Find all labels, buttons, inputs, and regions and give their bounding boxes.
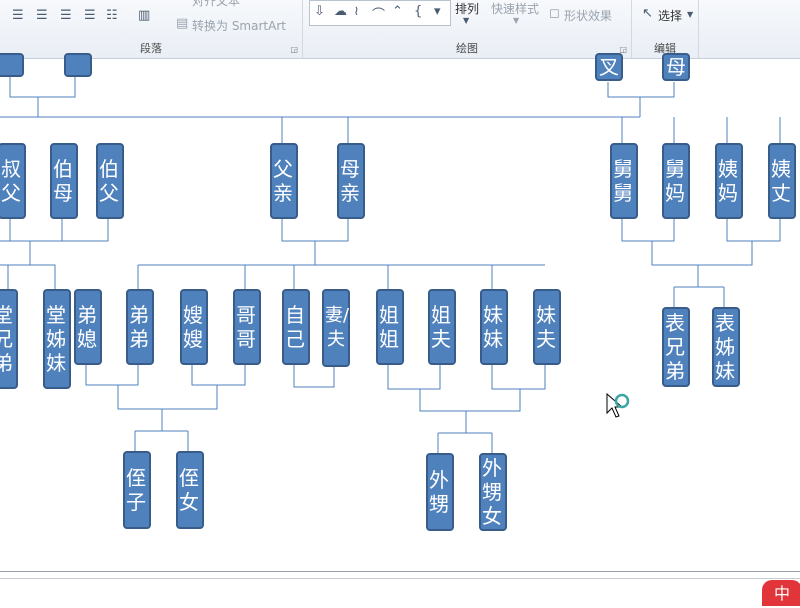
node-maternal-cousin-male[interactable]: 表兄弟 [662,307,690,387]
node-maternal-uncle-wife[interactable]: 舅妈 [662,143,690,219]
smartart-icon: ▤ [176,16,189,31]
paragraph-group: ☰ ☰ ☰ ☰ ☷ ▥ 对齐文本 ▤ 转换为 SmartArt 段落 ◲ [0,0,303,58]
quick-styles-button[interactable]: 快速样式 [491,2,540,16]
drawing-group: ⇩ ☁ ≀ ⌒ ⌃ { ▾ 排列 ▼ 快速样式 ▼ ◻ 形状效果 绘图 ◲ [303,0,632,58]
node-elder-brother[interactable]: 哥哥 [233,289,261,365]
connector-lines [0,74,781,453]
node-sister-in-law-elder[interactable]: 嫂嫂 [180,289,208,365]
select-button[interactable]: 选择 [658,9,683,23]
node-self[interactable]: 自己 [282,289,310,365]
node-sister-son[interactable]: 外甥 [426,453,454,531]
shapes-gallery[interactable]: ⇩ ☁ ≀ ⌒ ⌃ { ▾ [309,0,451,26]
node-nephew[interactable]: 侄子 [123,451,151,529]
select-cursor-icon: ↖ [642,6,653,21]
arrow-down-shape-icon[interactable]: ⇩ [314,4,325,19]
top-right-box-2[interactable]: 母 [662,53,690,81]
node-younger-brother[interactable]: 弟弟 [126,289,154,365]
drawing-launcher-icon[interactable]: ◲ [619,45,627,54]
status-divider [0,578,800,579]
arc-shape-icon[interactable]: ⌒ [372,8,386,23]
node-sister-in-law-younger[interactable]: 弟媳 [74,289,102,365]
arrange-dropdown-icon[interactable]: ▼ [463,16,470,25]
ribbon: ☰ ☰ ☰ ☰ ☷ ▥ 对齐文本 ▤ 转换为 SmartArt 段落 ◲ ⇩ ☁… [0,0,800,59]
quick-styles-dropdown-icon[interactable]: ▼ [513,16,520,25]
node-mother[interactable]: 母亲 [337,143,365,219]
mouse-cursor-icon [606,392,630,418]
node-younger-sister[interactable]: 妹妹 [480,289,508,365]
arrange-button[interactable]: 排列 [455,2,480,16]
top-left-box-1[interactable] [0,53,24,77]
shape-effects-icon: ◻ [549,6,560,21]
brace-shape-icon[interactable]: { [414,4,423,19]
drawing-group-label: 绘图 [456,42,478,55]
editing-group: ↖ 选择 ▼ 编辑 [632,0,699,58]
columns-icon[interactable]: ▥ [138,8,151,23]
distributed-icon[interactable]: ☷ [106,8,118,23]
select-dropdown-icon[interactable]: ▼ [687,10,694,19]
justify-icon[interactable]: ☰ [84,8,96,23]
node-uncle-younger[interactable]: 叔父 [0,143,26,219]
cloud-shape-icon[interactable]: ☁ [334,4,347,19]
slide-canvas[interactable]: 叉 母 叔父 伯母 伯父 父亲 母亲 舅舅 舅妈 姨妈 姨丈 堂兄弟 堂姊妹 弟… [0,53,800,571]
align-text-button[interactable]: 对齐文本 [192,0,241,8]
node-younger-sister-husband[interactable]: 妹夫 [533,289,561,365]
node-maternal-uncle[interactable]: 舅舅 [610,143,638,219]
curve-shape-icon[interactable]: ≀ [354,4,359,19]
node-niece[interactable]: 侄女 [176,451,204,529]
bracket-shape-icon[interactable]: ⌃ [392,4,403,19]
node-elder-sister[interactable]: 姐姐 [376,289,404,365]
node-maternal-cousin-female[interactable]: 表姊妹 [712,307,740,387]
top-right-box-1[interactable]: 叉 [595,53,623,81]
paragraph-group-label: 段落 [140,42,162,55]
node-sister-daughter[interactable]: 外甥女 [479,453,507,531]
node-aunt-elder[interactable]: 伯母 [50,143,78,219]
align-center-icon[interactable]: ☰ [36,8,48,23]
node-spouse[interactable]: 妻/夫 [322,289,350,367]
status-bar [0,571,800,601]
top-left-box-2[interactable] [64,53,92,77]
editing-group-label: 编辑 [654,42,676,55]
node-father[interactable]: 父亲 [270,143,298,219]
paragraph-launcher-icon[interactable]: ◲ [290,45,298,54]
convert-smartart-button[interactable]: 转换为 SmartArt [192,19,286,33]
node-uncle-elder[interactable]: 伯父 [96,143,124,219]
shape-effects-button[interactable]: 形状效果 [564,9,613,23]
node-maternal-aunt-husband[interactable]: 姨丈 [768,143,796,219]
align-left-icon[interactable]: ☰ [12,8,24,23]
node-paternal-cousin-male[interactable]: 堂兄弟 [0,289,18,389]
node-maternal-aunt[interactable]: 姨妈 [715,143,743,219]
gallery-more-icon[interactable]: ▾ [434,4,441,19]
align-right-icon[interactable]: ☰ [60,8,72,23]
node-elder-sister-husband[interactable]: 姐夫 [428,289,456,365]
ime-indicator[interactable]: 中 [762,580,800,606]
node-paternal-cousin-female[interactable]: 堂姊妹 [43,289,71,389]
